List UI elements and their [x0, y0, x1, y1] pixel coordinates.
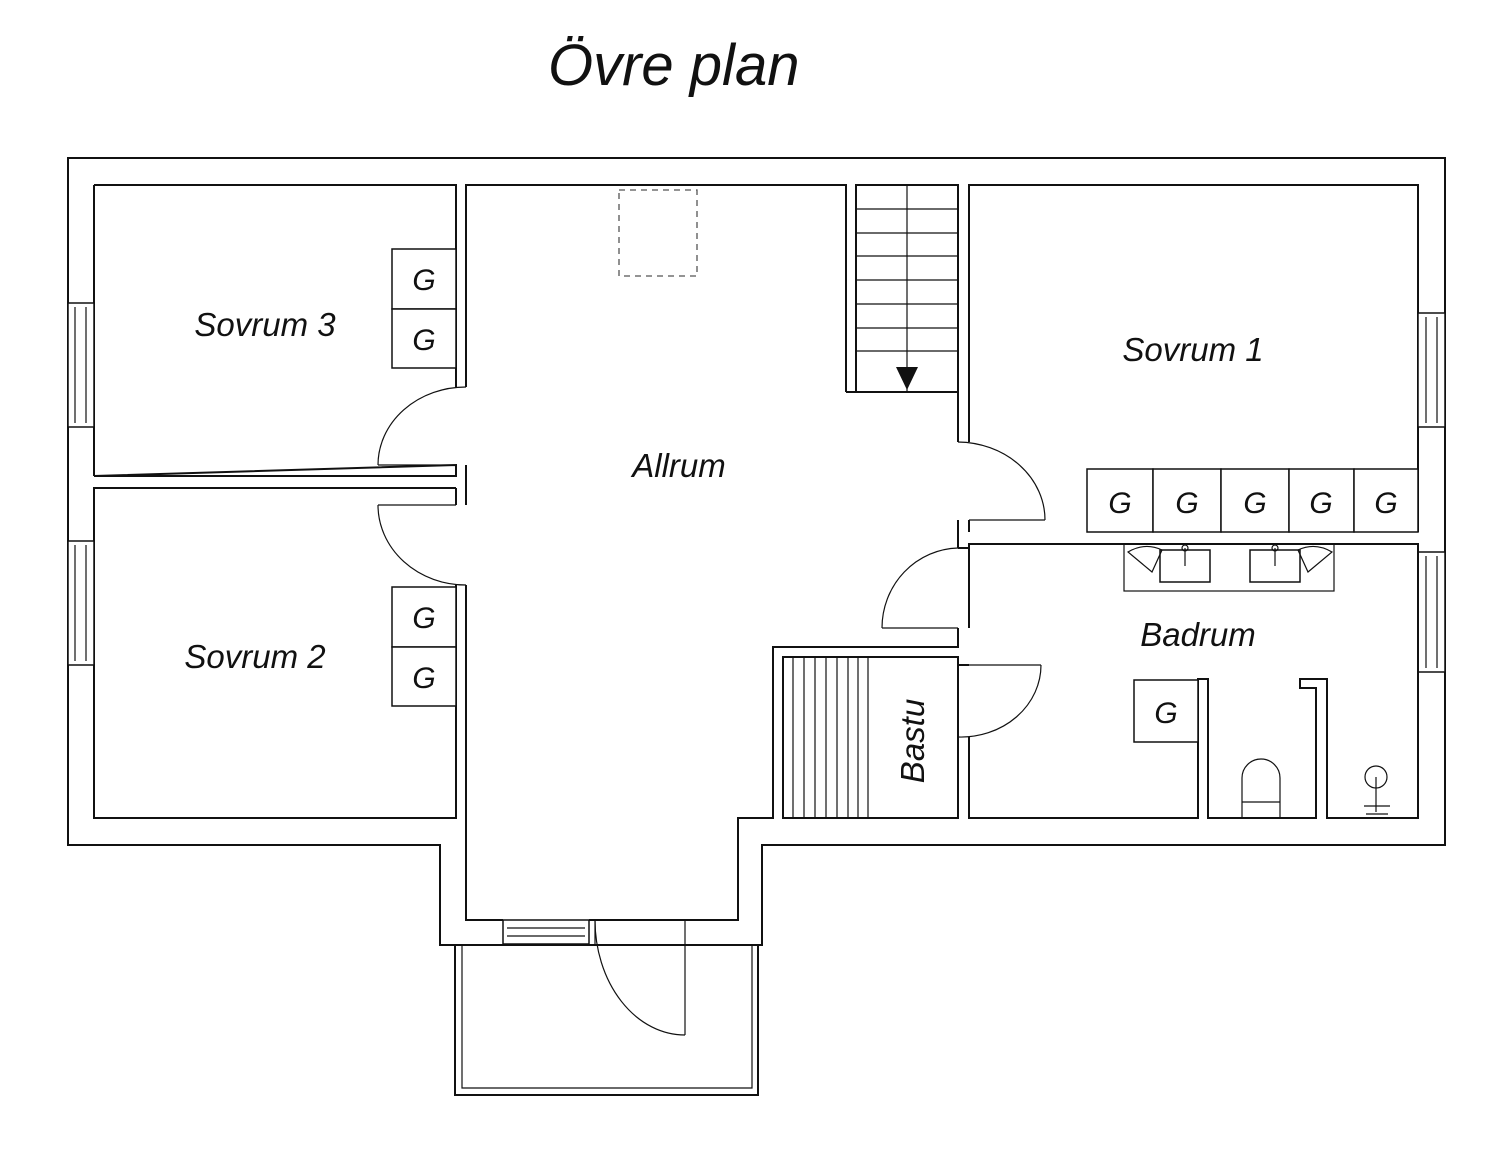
window-sovrum-2	[67, 540, 95, 666]
room-bastu	[782, 656, 959, 819]
room-sovrum-2	[93, 487, 457, 819]
door-badrum	[881, 547, 959, 629]
closet-label: G	[1154, 697, 1177, 730]
room-label-sovrum-3: Sovrum 3	[194, 306, 336, 343]
closet-label: G	[1108, 487, 1131, 520]
balcony	[454, 945, 759, 1096]
closet-label: G	[1175, 487, 1198, 520]
balcony-window	[502, 919, 590, 945]
plan-title: Övre plan	[548, 33, 799, 98]
closet-badrum: G	[1133, 679, 1199, 743]
toilet-icon	[1241, 758, 1281, 818]
closet-label: G	[412, 264, 435, 297]
shower-icon	[1364, 765, 1390, 815]
window-sovrum-3	[67, 302, 95, 428]
door-sovrum-1	[957, 441, 1046, 521]
outer-wall	[67, 157, 1446, 946]
stair-arrow-icon	[896, 367, 918, 390]
door-sovrum-2	[377, 504, 467, 586]
closet-label: G	[412, 324, 435, 357]
closet-label: G	[412, 662, 435, 695]
room-label-sovrum-2: Sovrum 2	[184, 638, 325, 675]
closet-label: G	[412, 602, 435, 635]
closet-sovrum-2-a: G	[391, 586, 457, 648]
room-badrum	[958, 543, 1419, 819]
balcony-door	[594, 919, 686, 1036]
window-badrum	[1417, 551, 1446, 673]
room-label-badrum: Badrum	[1140, 616, 1256, 653]
closet-label: G	[1243, 487, 1266, 520]
room-allrum-walls	[465, 184, 959, 921]
closet-sovrum-3-a: G	[391, 248, 457, 310]
closet-label: G	[1374, 487, 1397, 520]
staircase	[855, 184, 959, 393]
vanity-sinks	[1123, 543, 1335, 592]
room-label-bastu: Bastu	[894, 699, 931, 783]
attic-hatch	[618, 189, 698, 277]
window-sovrum-1	[1417, 312, 1446, 428]
room-label-sovrum-1: Sovrum 1	[1122, 331, 1263, 368]
closets-sovrum-1: G G G G G	[1086, 468, 1419, 533]
closet-sovrum-3-b: G	[391, 308, 457, 369]
room-label-allrum: Allrum	[630, 447, 726, 484]
closet-label: G	[1309, 487, 1332, 520]
door-bastu	[957, 664, 1042, 738]
closet-sovrum-2-b: G	[391, 646, 457, 707]
door-sovrum-3	[377, 386, 467, 466]
